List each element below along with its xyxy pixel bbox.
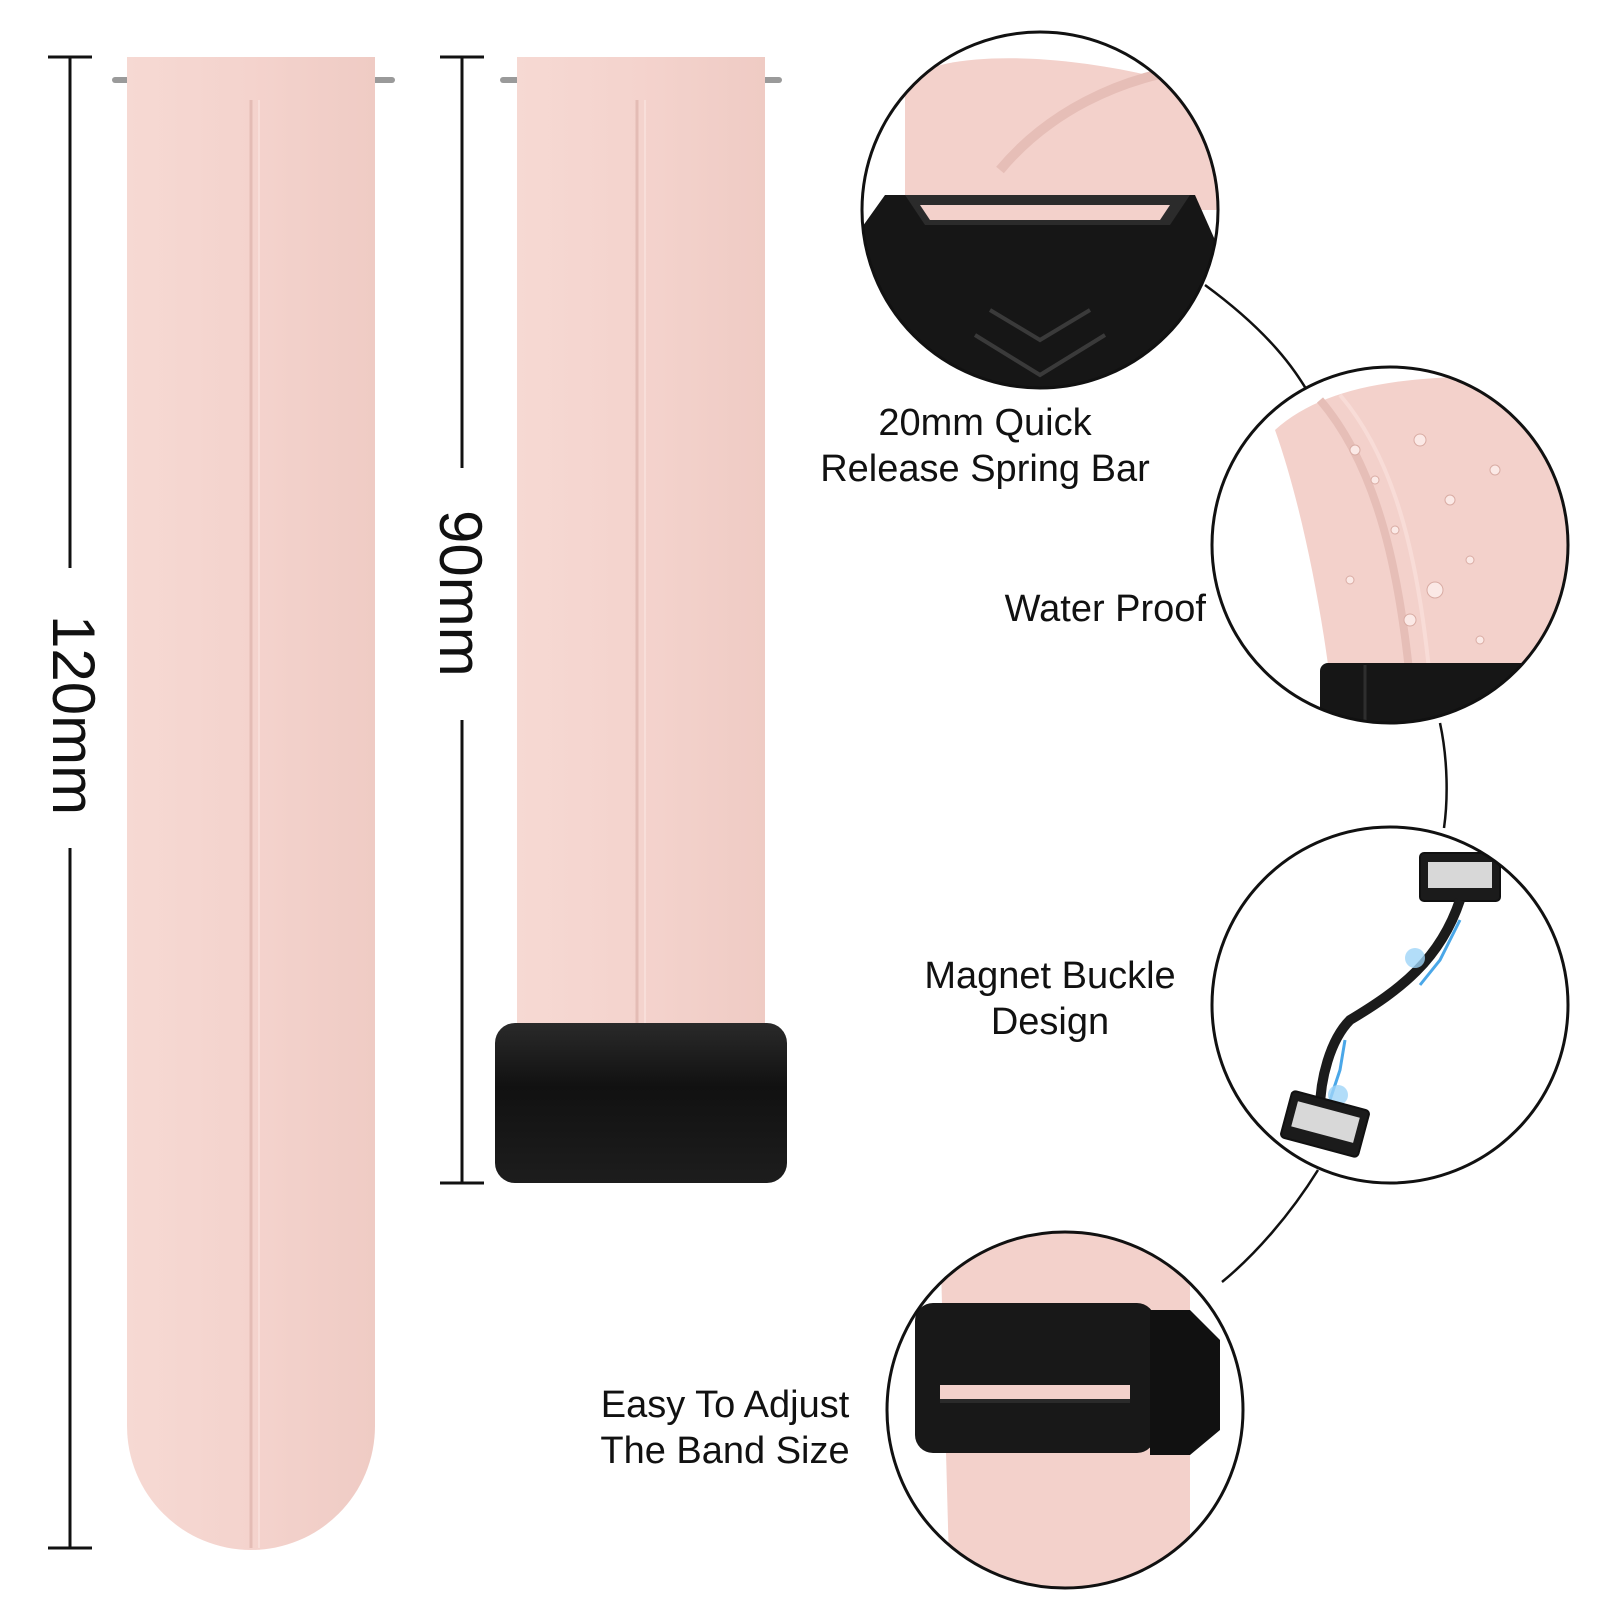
dimension-90mm-line xyxy=(440,55,484,1185)
feature-magnet-buckle-line1: Magnet Buckle xyxy=(924,955,1176,997)
dimension-120mm-label: 120mm xyxy=(40,615,107,816)
feature-magnet-buckle-label: Magnet Buckle Design xyxy=(900,953,1200,1045)
feature-adjust-label: Easy To Adjust The Band Size xyxy=(570,1382,880,1474)
feature-spring-bar-line2: Release Spring Bar xyxy=(820,448,1150,490)
dimension-120mm-line xyxy=(48,55,92,1550)
connector-line xyxy=(1438,722,1448,829)
feature-adjust-line1: Easy To Adjust xyxy=(600,1384,850,1426)
connector-line xyxy=(1221,1169,1320,1283)
feature-water-proof-label: Water Proof xyxy=(900,586,1206,632)
short-strap xyxy=(495,57,787,1183)
magnet-buckle-closeup-icon xyxy=(1210,825,1570,1185)
feature-spring-bar-line1: 20mm Quick xyxy=(878,402,1092,444)
spring-bar-closeup-icon xyxy=(860,30,1220,390)
feature-water-proof-line1: Water Proof xyxy=(1004,588,1206,630)
feature-magnet-buckle-line2: Design xyxy=(990,1001,1110,1043)
connector-line xyxy=(1204,283,1312,396)
feature-adjust-line2: The Band Size xyxy=(600,1430,850,1472)
dimension-90mm-label: 90mm xyxy=(427,510,494,677)
long-strap xyxy=(112,57,395,1550)
adjust-buckle-closeup-icon xyxy=(885,1230,1245,1590)
feature-spring-bar-label: 20mm Quick Release Spring Bar xyxy=(790,400,1180,492)
water-drops-closeup-icon xyxy=(1210,365,1570,725)
magnet-buckle xyxy=(495,1023,787,1183)
